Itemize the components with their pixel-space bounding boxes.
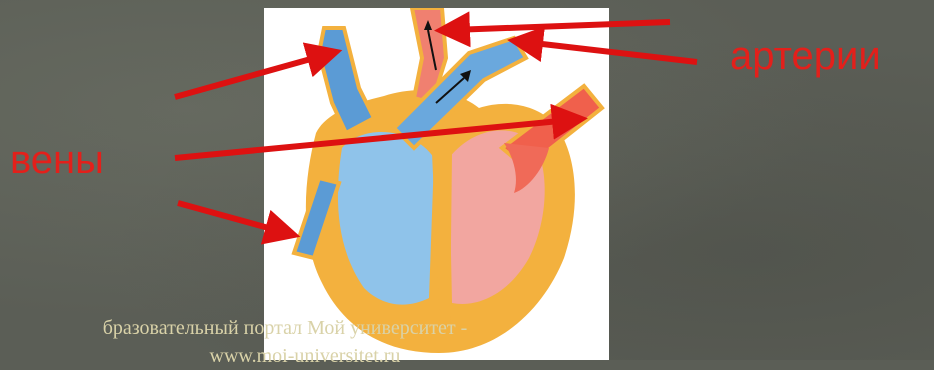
watermark-line-2[interactable]: www.moi-universitet.ru [210,345,401,367]
veins-label: вены [10,140,104,180]
arrow-to-inferior-vena-cava [178,203,283,232]
watermark-line-1: бразовательный портал Мой университет - [0,314,610,342]
arrow-to-pulmonary-artery [525,42,697,62]
arrow-to-superior-vena-cava [175,55,325,97]
arteries-label: артерии [730,36,881,76]
watermark: бразовательный портал Мой университет - … [0,314,610,370]
arrow-to-aorta [452,22,670,30]
arrow-to-pulmonary-vein [175,120,570,158]
